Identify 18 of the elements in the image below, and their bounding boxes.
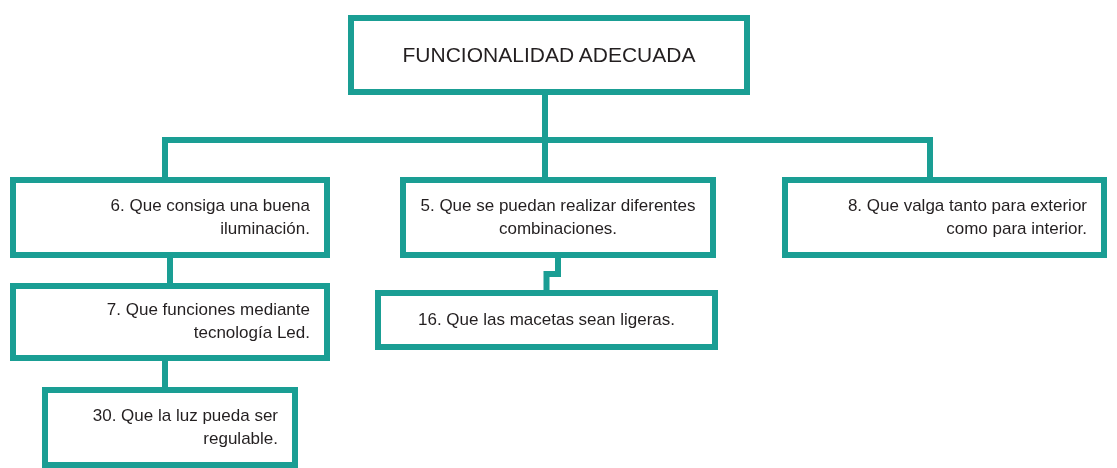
box-text: 6. Que consiga una buena iluminación. [109, 194, 310, 240]
text-box [348, 15, 750, 95]
box-text: 16. Que las macetas sean ligeras. [417, 308, 676, 331]
connector-line [162, 361, 168, 387]
connector-line [167, 258, 173, 283]
box-text: 8. Que valga tanto para exterior como para interior. [846, 194, 1087, 240]
text-box [375, 290, 718, 350]
box-text: 30. Que la luz pueda ser regulable. [91, 404, 278, 450]
box-text: 5. Que se puedan realizar diferentes combinaciones. [420, 194, 696, 240]
text-box [10, 283, 330, 361]
box-text: FUNCIONALIDAD ADECUADA [401, 41, 697, 68]
text-box [10, 177, 330, 258]
box-text: 7. Que funciones mediante tecnología Led. [105, 299, 310, 344]
text-box [400, 177, 716, 258]
connector-line [542, 95, 933, 177]
text-box [42, 387, 298, 468]
connector-line [543, 258, 561, 290]
text-box [782, 177, 1107, 258]
